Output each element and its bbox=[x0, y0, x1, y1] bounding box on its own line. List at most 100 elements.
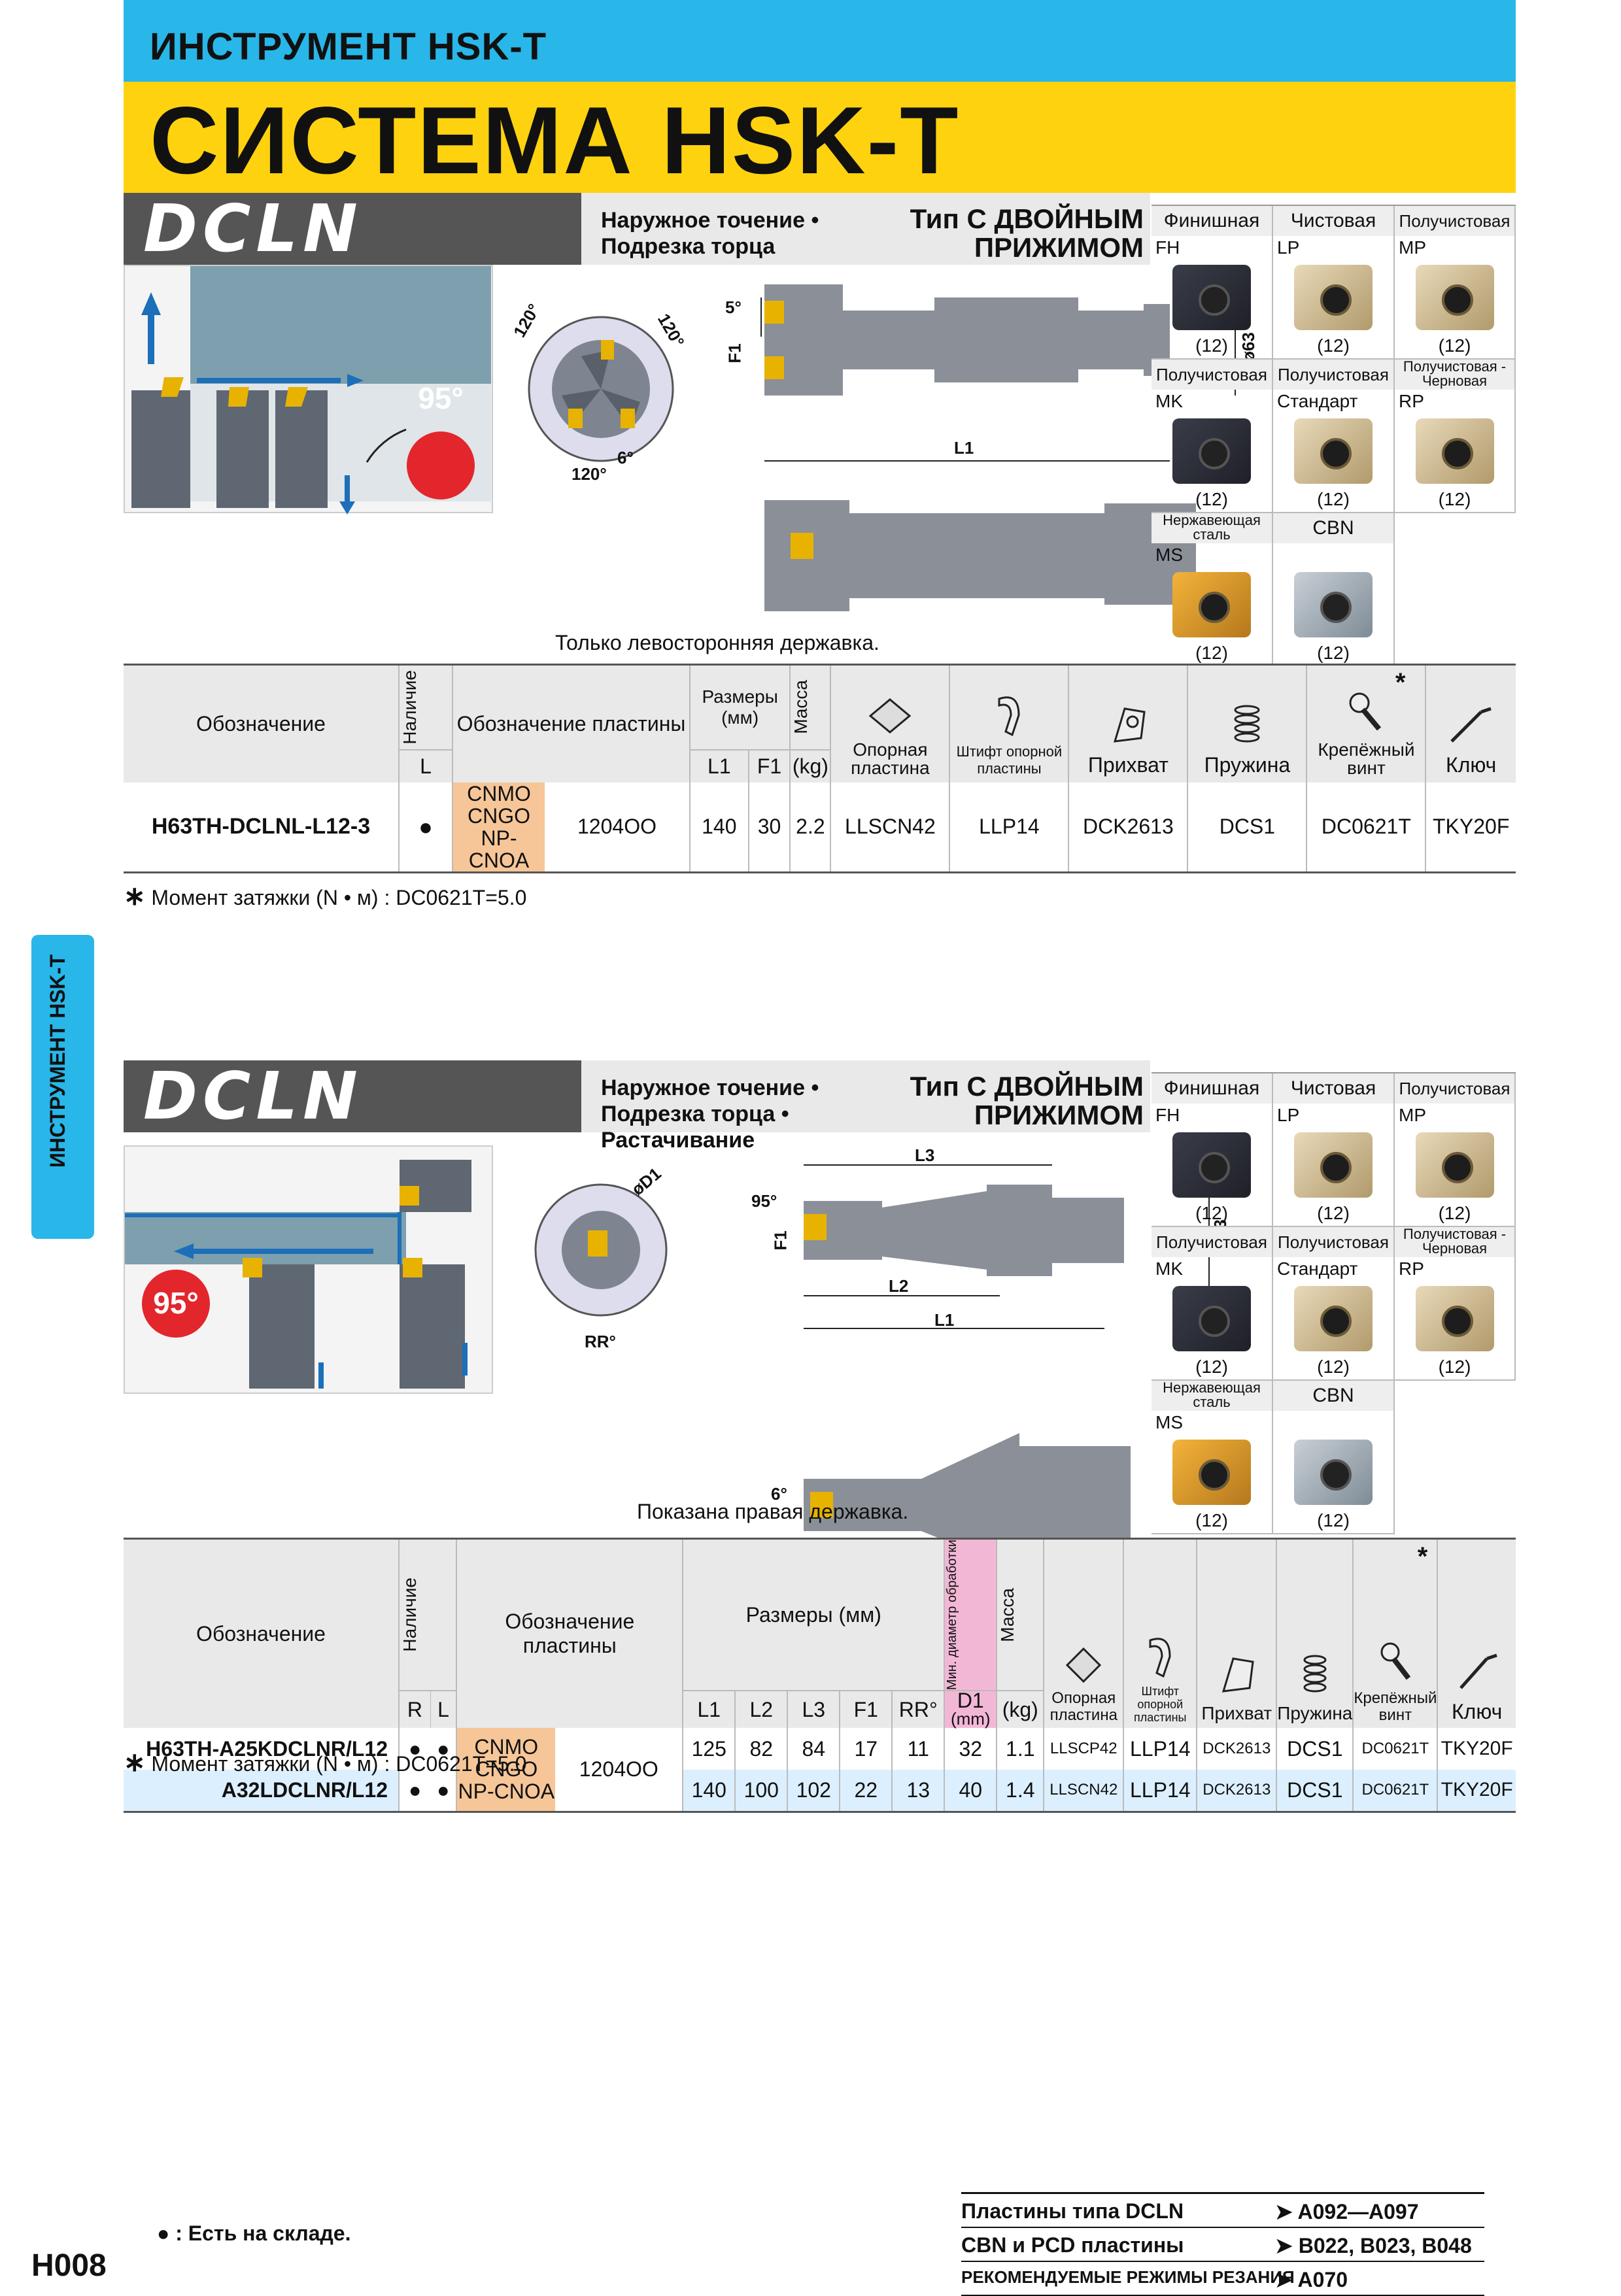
insert-image bbox=[1415, 1286, 1494, 1351]
insert-image bbox=[1294, 1132, 1373, 1198]
insert-mp[interactable]: Получистовая MP (12) bbox=[1395, 1073, 1516, 1227]
section1-spec-table: Обозначение Наличие Обозначение пластины… bbox=[124, 664, 1516, 873]
insert-standard[interactable]: Получистовая Стандарт (12) bbox=[1273, 1227, 1395, 1381]
section2-side-view: L3 95° F1 L2 L1 ø63 6° bbox=[712, 1139, 1274, 1583]
side-tab-label: ИНСТРУМЕНТ HSK-T bbox=[46, 954, 69, 1168]
insert-fh[interactable]: Финишная FH (12) bbox=[1152, 1073, 1273, 1227]
insert-head: Получистовая bbox=[1395, 1073, 1514, 1104]
insert-mp[interactable]: Получистовая MP (12) bbox=[1395, 206, 1516, 360]
insert-ms[interactable]: Нержавеющая сталь MS (12) bbox=[1152, 1381, 1273, 1534]
th-screw-label: Крепёжный винт bbox=[1354, 1689, 1437, 1725]
insert-cbn[interactable]: CBN (12) bbox=[1273, 513, 1395, 667]
side-tab[interactable]: ИНСТРУМЕНТ HSK-T bbox=[31, 935, 94, 1239]
clamp-icon bbox=[1114, 707, 1146, 743]
cell-mass: 1.4 bbox=[997, 1770, 1045, 1812]
screw-icon bbox=[1349, 692, 1382, 731]
insert-fh[interactable]: Финишная FH (12) bbox=[1152, 206, 1273, 360]
cell-L: ● bbox=[430, 1728, 458, 1770]
insert-image bbox=[1172, 1286, 1251, 1351]
th-L1: L1 bbox=[689, 749, 749, 783]
insert-code: MS bbox=[1155, 545, 1183, 565]
insert-code: FH bbox=[1155, 1105, 1180, 1125]
insert-image bbox=[1172, 1440, 1251, 1505]
insert-image bbox=[1294, 418, 1373, 484]
header-category-band: ИНСТРУМЕНТ HSK-T bbox=[124, 0, 1516, 82]
insert-line: NP-CNOA bbox=[458, 1780, 555, 1804]
shim-icon bbox=[869, 698, 912, 734]
insert-count: (12) bbox=[1317, 643, 1350, 663]
th-clamp-label: Прихват bbox=[1201, 1703, 1272, 1724]
th-RR: RR° bbox=[892, 1690, 946, 1729]
th-R: R bbox=[399, 1690, 431, 1729]
cell-L3: 102 bbox=[787, 1770, 841, 1812]
table-row[interactable]: A32LDCLNR/L12 ● ● 140 100 102 22 13 40 1… bbox=[124, 1770, 1516, 1812]
insert-ms[interactable]: Нержавеющая сталь MS (12) bbox=[1152, 513, 1273, 667]
insert-line: CNGO bbox=[475, 1757, 538, 1781]
table-row[interactable]: H63TH-A25KDCLNR/L12 ● ● CNMO CNGO NP-CNO… bbox=[124, 1728, 1516, 1812]
insert-code: MS bbox=[1155, 1412, 1183, 1432]
cell-key: TKY20F bbox=[1441, 1779, 1513, 1801]
insert-lp[interactable]: Чистовая LP (12) bbox=[1273, 1073, 1395, 1227]
insert-head: Получистовая bbox=[1152, 360, 1272, 390]
th-insert: Обозначение пластины bbox=[456, 1538, 684, 1729]
insert-standard[interactable]: Получистовая Стандарт (12) bbox=[1273, 360, 1395, 513]
insert-mk[interactable]: Получистовая MK (12) bbox=[1152, 360, 1273, 513]
spring-icon bbox=[1234, 705, 1260, 742]
cell-L1: 140 bbox=[689, 782, 749, 872]
insert-count: (12) bbox=[1438, 1357, 1471, 1377]
table-row[interactable]: H63TH-DCLNL-L12-3 ● CNMO CNGO NP-CNOA 12… bbox=[124, 781, 1516, 872]
th-screw: * Крепёжный винт bbox=[1353, 1538, 1439, 1729]
ref-page: ➤ A070 bbox=[1275, 2268, 1348, 2291]
screw-icon bbox=[1380, 1642, 1411, 1680]
insert-line: CNMO bbox=[467, 781, 531, 805]
th-mass-label: Масса bbox=[997, 1587, 1018, 1642]
insert-head: Получистовая bbox=[1273, 360, 1393, 390]
insert-image bbox=[1172, 265, 1251, 330]
cell-mass: 2.2 bbox=[790, 782, 832, 872]
th-stock: Наличие bbox=[399, 1538, 458, 1691]
th-pin: Штифт опорной пластины bbox=[1123, 1538, 1198, 1729]
insert-rp[interactable]: Получистовая - Черновая RP (12) bbox=[1395, 1227, 1516, 1381]
cell-shim: LLSCP42 bbox=[1044, 1728, 1125, 1770]
insert-code: RP bbox=[1399, 391, 1424, 411]
ref-link-cutting[interactable]: РЕКОМЕНДУЕМЫЕ РЕЖИМЫ РЕЗАНИЯ ➤ A070 bbox=[961, 2262, 1484, 2296]
insert-code: LP bbox=[1277, 1105, 1300, 1125]
section1-note-text: Момент затяжки (N • м) : DC0621T=5.0 bbox=[151, 886, 527, 909]
insert-image bbox=[1172, 418, 1251, 484]
insert-head: Получистовая bbox=[1152, 1227, 1272, 1257]
ref-link-inserts[interactable]: Пластины типа DCLN ➤ A092—A097 bbox=[961, 2192, 1484, 2228]
cell-D1: 32 bbox=[944, 1728, 998, 1770]
ref-link-cbn[interactable]: CBN и PCD пластины ➤ B022, B023, B048 bbox=[961, 2228, 1484, 2262]
th-pin-label: Штифт опорной пластины bbox=[1134, 1685, 1187, 1725]
section2: DCLN Наружное точение • Подрезка торца •… bbox=[124, 1060, 1516, 1813]
th-spring: Пружина bbox=[1187, 664, 1308, 783]
cell-stock: ● bbox=[399, 782, 453, 872]
insert-rp[interactable]: Получистовая - Черновая RP (12) bbox=[1395, 360, 1516, 513]
cell-designation: H63TH-A25KDCLNR/L12 bbox=[124, 1728, 400, 1770]
cell-mass: 1.1 bbox=[997, 1728, 1045, 1770]
key-icon bbox=[1450, 707, 1492, 743]
section2-desc-line2: Подрезка торца • Растачивание bbox=[601, 1102, 789, 1153]
insert-count: (12) bbox=[1438, 1203, 1471, 1223]
section2-dim-f1: F1 bbox=[770, 1230, 791, 1251]
ref-label: РЕКОМЕНДУЕМЫЕ РЕЖИМЫ РЕЗАНИЯ bbox=[961, 2267, 1295, 2287]
pin-icon bbox=[998, 696, 1020, 736]
insert-lp[interactable]: Чистовая LP (12) bbox=[1273, 206, 1395, 360]
insert-cbn[interactable]: CBN (12) bbox=[1273, 1381, 1395, 1534]
th-key-label: Ключ bbox=[1452, 1700, 1503, 1724]
th-designation: Обозначение bbox=[124, 664, 400, 783]
insert-mk[interactable]: Получистовая MK (12) bbox=[1152, 1227, 1273, 1381]
cell-insert-size: 1204OO bbox=[555, 1728, 684, 1812]
insert-code: MP bbox=[1399, 1105, 1426, 1125]
page-title: СИСТЕМА HSK-T bbox=[150, 87, 960, 194]
insert-sub: Стандарт bbox=[1277, 1258, 1358, 1279]
section2-dim-a95: 95° bbox=[751, 1191, 777, 1211]
insert-code: MP bbox=[1399, 237, 1426, 258]
insert-image bbox=[1415, 418, 1494, 484]
insert-count: (12) bbox=[1317, 335, 1350, 356]
th-mass: Масса bbox=[997, 1538, 1045, 1691]
page-number: H008 bbox=[31, 2248, 107, 2283]
cell-spring: DCS1 bbox=[1276, 1728, 1354, 1770]
cell-screw: DC0621T bbox=[1353, 1770, 1439, 1812]
section2-desc-line1: Наружное точение • bbox=[601, 1075, 819, 1100]
